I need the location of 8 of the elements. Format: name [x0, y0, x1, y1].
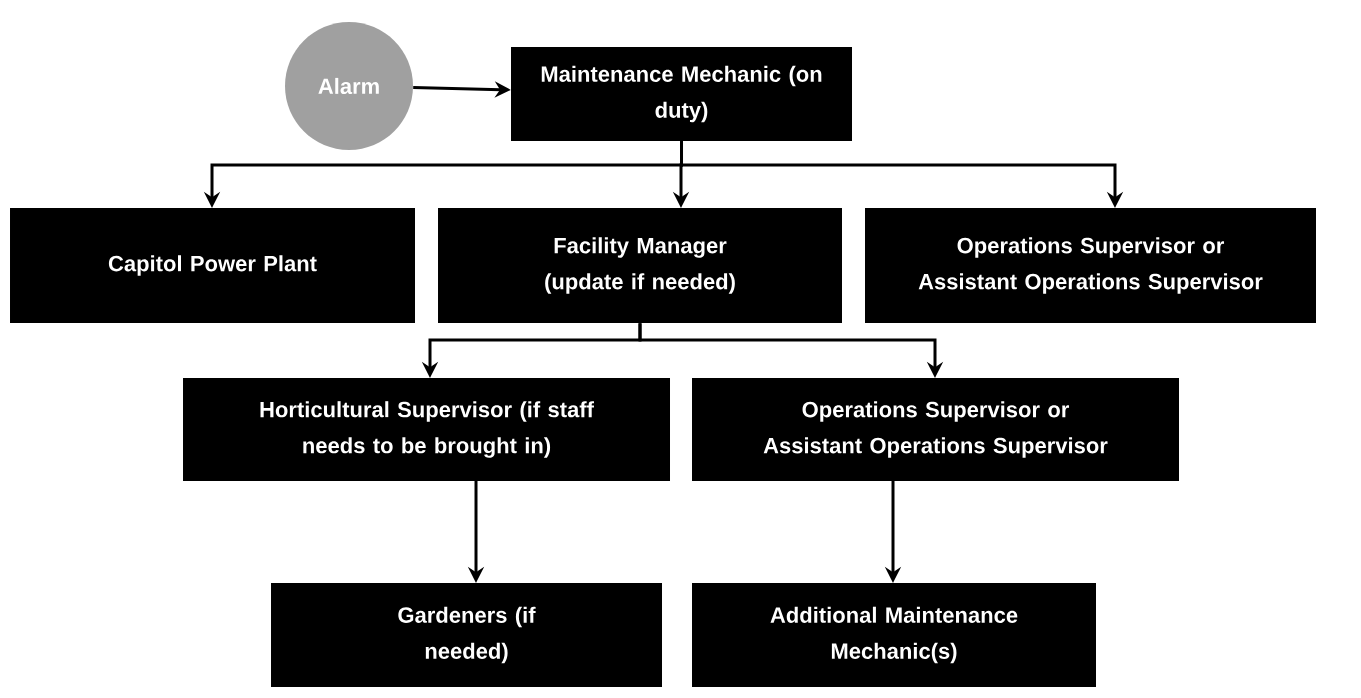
process-box: Capitol Power Plant — [10, 208, 415, 323]
process-box: Gardeners (if needed) — [271, 583, 662, 687]
process-box: Operations Supervisor or Assistant Operations Supervisor — [692, 378, 1179, 481]
process-box: Horticultural Supervisor (if staff needs to be brought in) — [183, 378, 670, 481]
process-box: Additional Maintenance Mechanic(s) — [692, 583, 1096, 687]
process-box: Facility Manager (update if needed) — [438, 208, 842, 323]
process-box: Maintenance Mechanic (on duty) — [511, 47, 852, 141]
process-box: Operations Supervisor or Assistant Operations Supervisor — [865, 208, 1316, 323]
